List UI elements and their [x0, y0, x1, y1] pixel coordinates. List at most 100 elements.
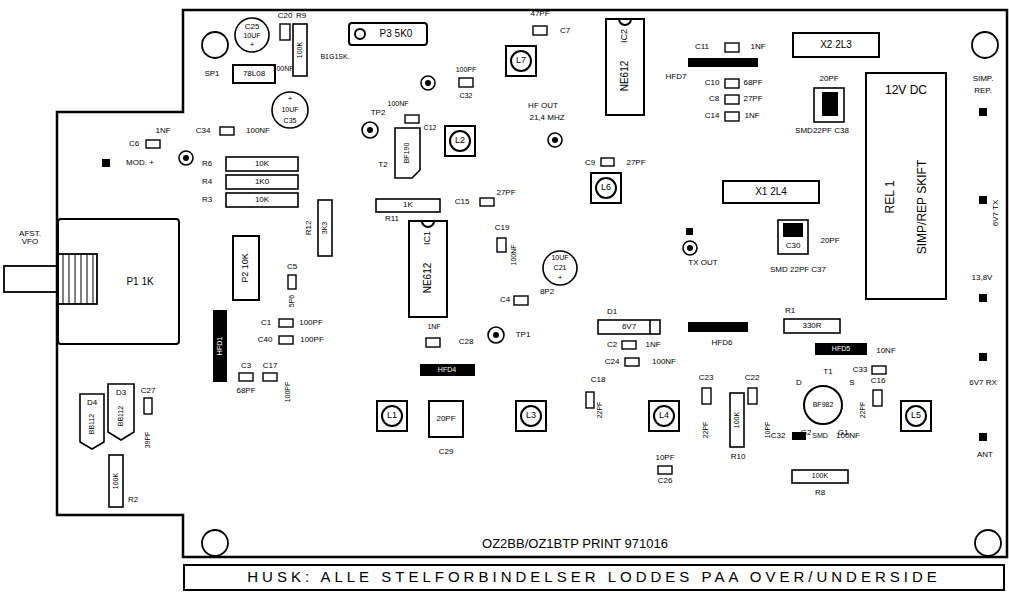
component-label: 22PF: [596, 402, 603, 419]
component-label: R9: [296, 12, 306, 20]
capacitor-pad: [497, 238, 506, 252]
trimmer-outline: [778, 88, 844, 254]
component-label: T1: [823, 368, 832, 376]
component-label: HFD7: [666, 73, 687, 81]
component-label: C10: [705, 79, 720, 87]
outline-part: [233, 65, 275, 83]
part-label: C29: [439, 448, 454, 456]
pot-shaft: [57, 254, 97, 304]
capacitor-pad: [279, 319, 293, 327]
coil: L7: [505, 45, 537, 77]
capacitor-pad: [725, 95, 739, 104]
outline-part: [649, 401, 679, 431]
choke-body: [213, 58, 867, 440]
outline-part: [804, 386, 842, 424]
component-label: 10UF: [243, 32, 260, 39]
component-label: +: [250, 41, 255, 49]
component-label: 100K: [296, 42, 303, 58]
component-label: 100NF: [387, 100, 408, 107]
component-label: C22: [745, 374, 760, 382]
outline-part: [409, 221, 447, 317]
component-label: C15: [455, 198, 470, 206]
component-label: MOD. +: [126, 159, 154, 167]
component-label: C1: [261, 319, 271, 327]
trimmer-pot: P2 10K: [232, 235, 260, 301]
outline-part: [521, 406, 541, 426]
note-box: HUSK: ALLE STELFORBINDELSER LODDES PAA O…: [183, 564, 1005, 591]
capacitor-pad: [220, 127, 234, 135]
outline-part: [377, 401, 407, 431]
component-label: C2: [607, 341, 617, 349]
part-label: P2 10K: [241, 253, 250, 283]
part-label: L7: [516, 56, 526, 65]
solder-pad: [979, 108, 987, 116]
outline-part: [355, 29, 365, 39]
outline-part: [723, 181, 819, 203]
component-label: 100K: [812, 472, 828, 479]
potentiometer-outline: [57, 218, 180, 345]
component-label: R4: [202, 178, 212, 186]
part-label: L3: [526, 411, 536, 420]
electrolytic-outline: [235, 18, 269, 52]
component-label: R2: [128, 496, 138, 504]
component-label: C6: [129, 140, 139, 148]
part-label: L1: [387, 411, 397, 420]
capacitor-pad: [725, 43, 739, 52]
component-label: G2: [801, 429, 812, 437]
resistor-body: [598, 320, 660, 334]
part-label: L5: [911, 411, 921, 420]
component-label: C35: [284, 117, 297, 124]
capacitor-pad: [658, 466, 672, 474]
solder-pad: [102, 159, 110, 167]
component-label: 100PF: [456, 66, 477, 73]
component-label: BB112: [88, 414, 95, 435]
component-label: C40: [258, 336, 273, 344]
outline-part: [906, 406, 926, 426]
test-point: [488, 327, 504, 343]
component-label: C32: [771, 432, 786, 440]
component-label: 1K: [403, 201, 413, 209]
component-label: 1K0: [255, 178, 269, 186]
capacitor-pad: [279, 336, 293, 344]
outline-part: [596, 178, 616, 198]
component-label: C17: [263, 362, 278, 370]
component-label: 100NF: [652, 358, 676, 366]
choke-body: [688, 58, 758, 67]
component-label: 3K3: [321, 222, 328, 234]
component-label: SMD 22PF C37: [770, 266, 826, 274]
electrolytic-outline: [272, 92, 308, 128]
component-label: C19: [495, 224, 510, 232]
resistor-body: [226, 157, 298, 171]
part-label: 78L08: [243, 70, 265, 78]
crystal: X2 2L3: [792, 32, 880, 58]
test-point: [179, 151, 193, 165]
outline-part: [606, 19, 644, 115]
component-label: 10PF: [764, 422, 771, 439]
coil: L2: [444, 125, 476, 157]
transistor: BF982: [803, 385, 843, 425]
part-label: 12V DC: [885, 84, 927, 97]
outline-part: [422, 221, 434, 227]
choke-body: [420, 364, 475, 376]
component-label: ANT: [977, 451, 993, 459]
capacitor-pad: [725, 79, 739, 88]
component-label: 21,4 MHZ: [529, 114, 564, 122]
component-label: R6: [202, 160, 212, 168]
part-label: REL 1: [884, 181, 897, 214]
part-label: NE612: [620, 61, 631, 92]
component-label: 5P6: [288, 295, 295, 307]
component-label: HFD1: [216, 337, 223, 355]
component-label: 6V7 RX: [969, 379, 997, 387]
component-label: 22PF: [702, 422, 709, 439]
outline-part: [516, 401, 546, 431]
part-label: L2: [455, 136, 465, 145]
component-label: 27PF: [496, 189, 515, 197]
component-label: REP.: [974, 87, 992, 95]
component-label: 1NF: [645, 341, 660, 349]
part-label: X1 2L4: [755, 187, 787, 198]
component-label: 100PF: [284, 382, 291, 403]
capacitor-pad: [480, 198, 494, 206]
component-label: C30: [786, 242, 801, 250]
capacitor-pad: [586, 392, 594, 408]
